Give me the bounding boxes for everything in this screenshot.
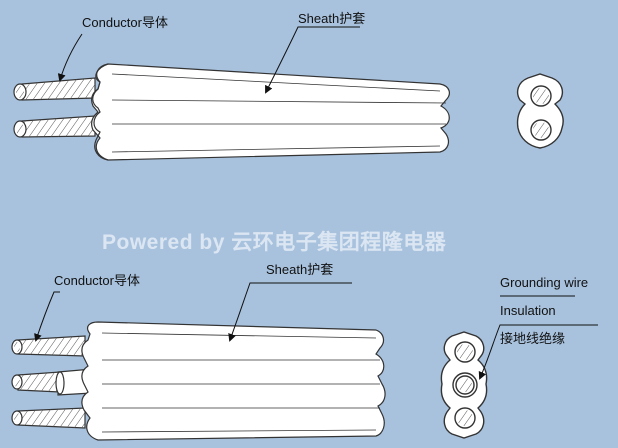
top-sheath-label: Sheath护套 [298,11,366,26]
bottom-sheath-body [81,321,386,441]
bottom-leaders [34,282,598,380]
bottom-grounding-wire [11,368,93,396]
top-conductor-leader [57,33,83,82]
bottom-sheath-leader [228,282,352,342]
top-sheath-body [91,63,450,161]
top-cross-section [516,73,564,149]
grounding-insulation-cn-label: 接地线绝缘 [500,331,566,346]
bottom-conductor-lower [11,407,86,429]
top-conductor-lower [13,115,96,138]
top-leaders [57,26,360,94]
top-cable [13,63,450,161]
bottom-sheath-label: Sheath护套 [266,262,334,277]
bottom-cable [11,321,386,441]
insulation-label: Insulation [500,303,556,318]
watermark: Powered by 云环电子集团程隆电器 [102,231,447,254]
top-conductor-label: Conductor导体 [82,15,168,30]
grounding-wire-label: Grounding wire [500,275,589,290]
top-sheath-leader [265,26,360,94]
bottom-conductor-label: Conductor导体 [54,273,140,288]
bottom-conductor-leader [34,291,60,342]
insulation-leader [478,324,598,380]
bottom-cross-section [440,331,488,439]
top-conductor-upper [13,77,96,101]
bottom-conductor-upper [11,335,86,357]
